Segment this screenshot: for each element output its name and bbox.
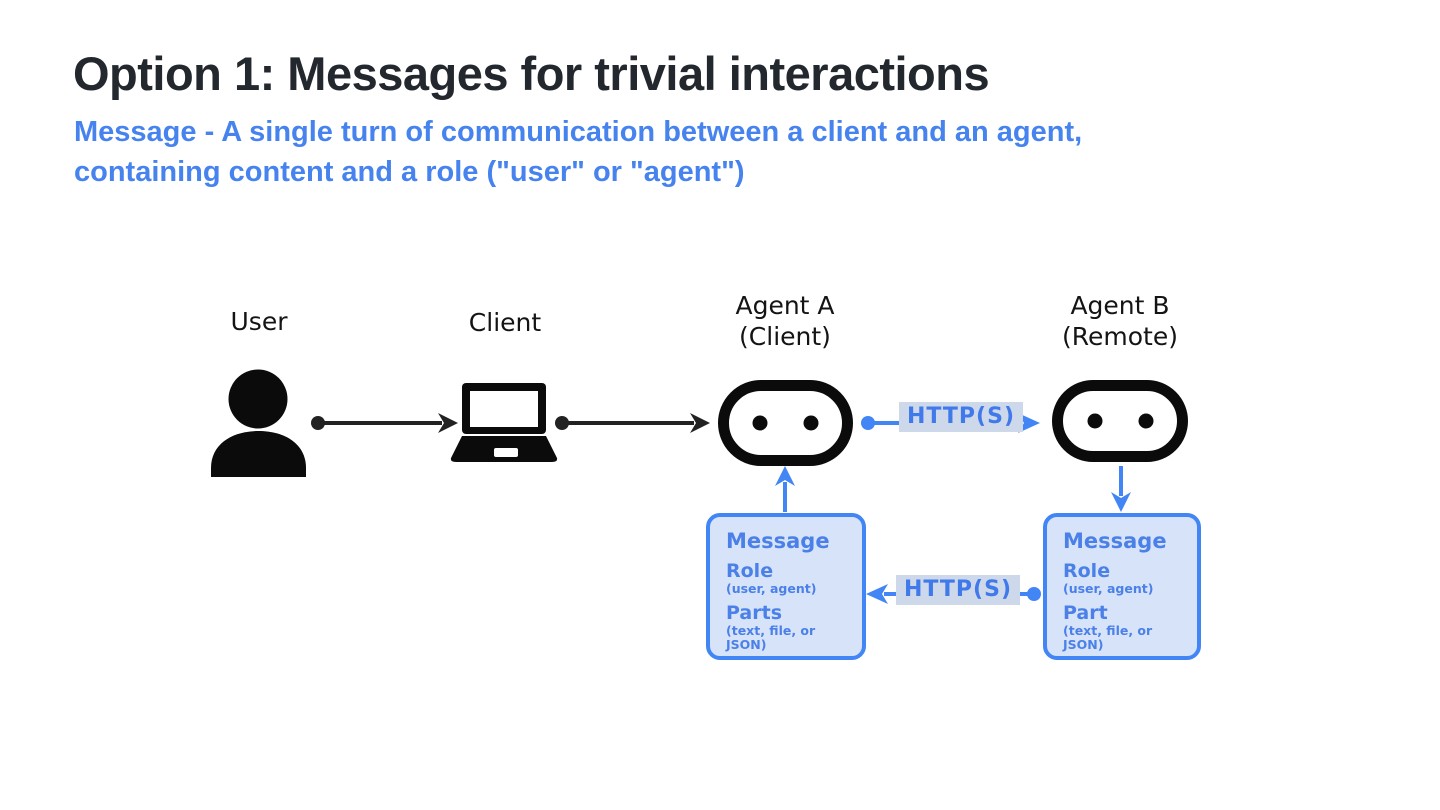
agent-b-to-message-b-arrow [1111,466,1131,512]
message-box-a-field-parts-detail: (text, file, or JSON) [726,623,816,652]
client-to-agent-a-arrow [555,413,710,433]
http-label-bottom: HTTP(S) [896,575,1021,605]
message-box-b-field-part: Part [1063,602,1108,624]
message-box-b-title: Message [1063,529,1167,553]
user-label: User [230,307,288,336]
page-title: Option 1: Messages for trivial interacti… [73,47,990,100]
agent-b-node-label: Agent B (Remote) [1040,290,1200,352]
message-box-b-field-role-detail: (user, agent) [1063,581,1154,596]
agent-b-sublabel: (Remote) [1062,322,1178,351]
message-box-a-title: Message [726,529,830,553]
message-box-b-field-role: Role [1063,560,1111,582]
agent-a-sublabel: (Client) [739,322,831,351]
laptop-icon [450,383,558,462]
message-box-a-field-role: Role [726,560,774,582]
robot-icon-agent-a [718,380,853,466]
agent-a-node-label: Agent A (Client) [705,290,865,352]
user-to-client-arrow [311,413,458,433]
http-label-top: HTTP(S) [899,402,1024,432]
client-node-label: Client [435,307,575,338]
agent-a-label: Agent A [735,291,835,320]
robot-icon-agent-b [1052,380,1188,462]
message-box-agent-b: Message Role (user, agent) Part (text, f… [1043,513,1201,660]
message-box-agent-a: Message Role (user, agent) Parts (text, … [706,513,866,660]
message-box-b-field-part-detail: (text, file, or JSON) [1063,623,1153,652]
client-label: Client [468,308,542,337]
user-node-label: User [189,306,329,337]
message-a-to-agent-a-arrow [775,466,795,512]
message-box-a-field-role-detail: (user, agent) [726,581,817,596]
person-icon [211,369,306,477]
page-subtitle: Message - A single turn of communication… [74,116,1083,188]
message-box-a-field-parts: Parts [726,602,782,624]
agent-b-label: Agent B [1070,291,1170,320]
